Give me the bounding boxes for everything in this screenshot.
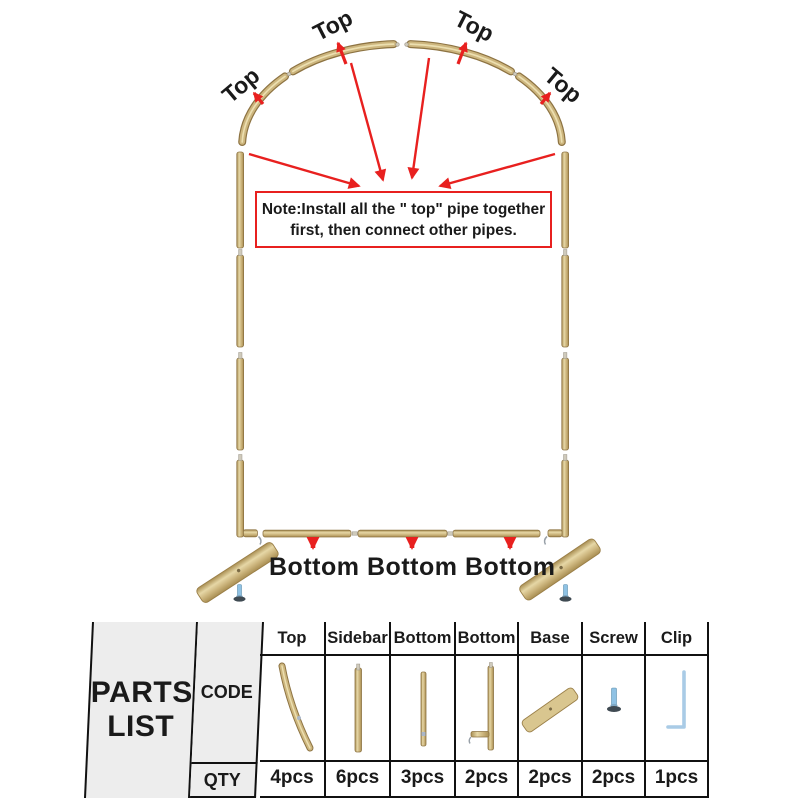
bottom-label-3: Bottom — [465, 553, 556, 581]
column-header: Bottom — [391, 622, 454, 656]
column-header: Sidebar — [326, 622, 389, 656]
code-row-label: CODE — [200, 681, 253, 702]
arrow-to-note-1 — [248, 152, 361, 189]
column-header: Screw — [583, 622, 644, 656]
parts-column-bottom-straight: Bottom 3pcs — [391, 622, 456, 798]
note-pointer-arrows — [248, 57, 556, 190]
bottom-pipe-1 — [262, 529, 352, 538]
sidebar-pipe — [236, 254, 245, 348]
parts-column-bottom-corner: Bottom 2pcs — [456, 622, 519, 798]
arch-top-segments — [238, 40, 566, 146]
column-qty: 2pcs — [528, 766, 572, 788]
parts-column-base: Base 2pcs — [519, 622, 583, 798]
bottom-label-arrows — [306, 536, 517, 550]
code-row-label-cell: CODE — [191, 622, 264, 764]
right-sidebar-pipes — [543, 151, 569, 545]
note-line-2: first, then connect other pipes. — [290, 222, 517, 239]
top-pipe-segment-1 — [238, 72, 289, 146]
sidebar-pipe — [561, 254, 569, 348]
base-plate-icon — [521, 687, 579, 733]
allen-key-icon — [665, 670, 686, 729]
screw-right — [559, 584, 572, 602]
column-qty: 1pcs — [654, 766, 699, 788]
column-qty: 2pcs — [591, 766, 636, 788]
corner-pipe-vertical — [561, 459, 569, 538]
bottom-label-2: Bottom — [367, 553, 458, 581]
qty-row-label: QTY — [204, 769, 242, 790]
column-qty: 2pcs — [464, 766, 509, 788]
parts-column-sidebar: Sidebar 6pcs — [326, 622, 391, 798]
arch-assembly-diagram — [196, 40, 601, 603]
column-header: Base — [519, 622, 581, 656]
top-label-arrows — [252, 41, 552, 106]
screw-icon — [606, 687, 621, 712]
column-header: Bottom — [456, 622, 517, 656]
bottom-label-1: Bottom — [269, 553, 360, 581]
bottom-pipes — [262, 529, 541, 538]
note-line-1: Note:Install all the " top" pipe togethe… — [261, 201, 546, 218]
bottom-pipe-2 — [357, 529, 448, 538]
column-header: Clip — [646, 622, 707, 656]
top-pipe-segment-4 — [515, 72, 566, 146]
column-qty: 4pcs — [270, 766, 314, 788]
sidebar-straight-pipe-icon — [354, 663, 362, 753]
arrow-to-note-2 — [349, 62, 387, 182]
sidebar-pipe — [236, 151, 245, 249]
parts-list-title-line-1: PARTS — [90, 676, 193, 709]
column-qty: 3pcs — [400, 766, 445, 788]
screw-left — [233, 584, 246, 602]
sidebar-pipe — [561, 357, 569, 451]
parts-list-label-columns: PARTS LIST CODE QTY — [84, 622, 264, 798]
arrow-to-note-3 — [407, 57, 431, 180]
parts-list-table: PARTS LIST CODE QTY Top — [84, 622, 709, 798]
corner-pipe-stub — [547, 529, 563, 538]
qty-row-label-cell: QTY — [190, 764, 258, 798]
bottom-straight-pipe-icon — [420, 671, 426, 747]
parts-list-title-cell: PARTS LIST — [84, 622, 198, 798]
bottom-corner-pipe-icon — [468, 662, 494, 751]
sidebar-pipe — [236, 357, 245, 451]
row-label-column: CODE QTY — [190, 622, 264, 798]
corner-hook — [257, 535, 262, 545]
left-sidebar-pipes — [236, 151, 262, 545]
arch-connector-pins — [286, 42, 518, 77]
parts-column-screw: Screw 2pcs — [583, 622, 646, 798]
bottom-pipe-3 — [452, 529, 541, 538]
arrow-to-note-4 — [438, 152, 556, 190]
parts-column-top: Top 4pcs — [260, 622, 326, 798]
base-plate-right — [519, 538, 601, 601]
column-qty: 6pcs — [335, 766, 380, 788]
sidebar-pipe — [561, 151, 569, 249]
parts-column-clip: Clip 1pcs — [646, 622, 709, 798]
corner-pipe-stub — [242, 529, 258, 538]
corner-pipe-vertical — [236, 459, 245, 538]
corner-hook — [543, 535, 548, 545]
install-note-box: Note:Install all the " top" pipe togethe… — [255, 191, 552, 248]
column-header: Top — [260, 622, 324, 656]
base-plate-left — [196, 542, 279, 603]
parts-columns: Top 4pcs Sidebar — [260, 622, 709, 798]
top-curved-pipe-icon — [278, 662, 314, 752]
parts-list-title-line-2: LIST — [106, 710, 174, 743]
